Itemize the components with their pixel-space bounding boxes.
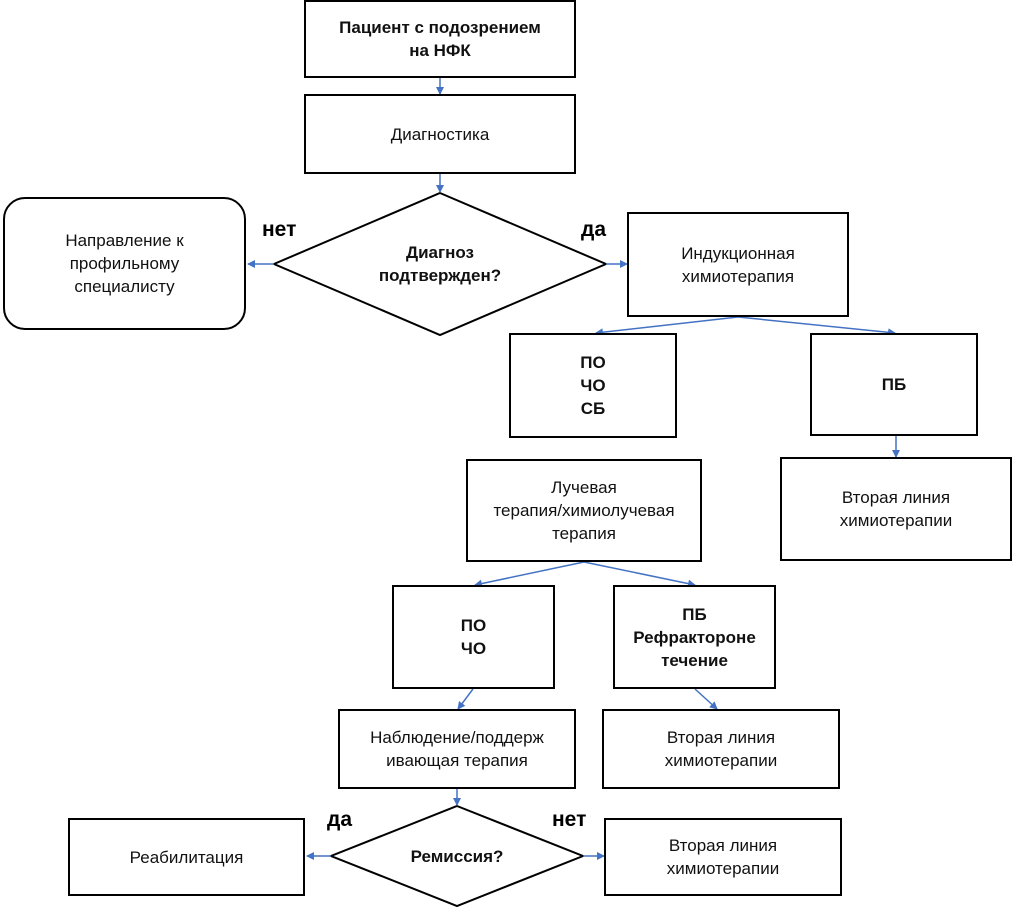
edge-label-remission-yes: да: [327, 808, 353, 831]
node-diagnostics: Диагностика: [304, 94, 576, 174]
node-second-line-1: Вторая линия химиотерапии: [780, 457, 1012, 561]
decision-diamond-diagnosis: [271, 191, 609, 337]
node-induction-chemo: Индукционная химиотерапия: [627, 212, 849, 317]
edge-label-diagnosis-yes: да: [581, 218, 607, 241]
arrow-pb-refractory-to-second-line: [694, 688, 718, 710]
decision-diamond-remission: [328, 804, 586, 908]
node-second-line-2: Вторая линия химиотерапии: [602, 709, 840, 789]
node-po-cho: ПО ЧО: [392, 585, 555, 689]
node-second-line-3: Вторая линия химиотерапии: [604, 818, 842, 896]
arrow-po-cho-to-observation: [457, 688, 474, 710]
arrow-induction-to-po-cho-sb: [595, 316, 739, 337]
decision-diagnosis-text: Диагноз подтвержден?: [378, 243, 502, 285]
decision-remission-text: Ремиссия?: [410, 846, 504, 866]
node-pb: ПБ: [810, 333, 978, 436]
arrow-induction-to-pb: [737, 316, 896, 337]
edge-label-remission-no: нет: [552, 808, 587, 831]
arrow-radiation-to-po-cho: [474, 561, 585, 588]
node-referral: Направление к профильному специалисту: [3, 197, 246, 330]
node-po-cho-sb: ПО ЧО СБ: [509, 333, 677, 438]
arrow-radiation-to-pb-refractory: [583, 561, 696, 588]
edge-label-diagnosis-no: нет: [262, 218, 297, 241]
node-radiation-therapy: Лучевая терапия/химиолучевая терапия: [466, 459, 702, 562]
node-pb-refractory: ПБ Рефрактороне течение: [613, 585, 776, 689]
node-observation: Наблюдение/поддерж ивающая терапия: [338, 709, 576, 789]
node-start: Пациент с подозрением на НФК: [304, 0, 576, 78]
node-rehabilitation: Реабилитация: [68, 818, 305, 896]
